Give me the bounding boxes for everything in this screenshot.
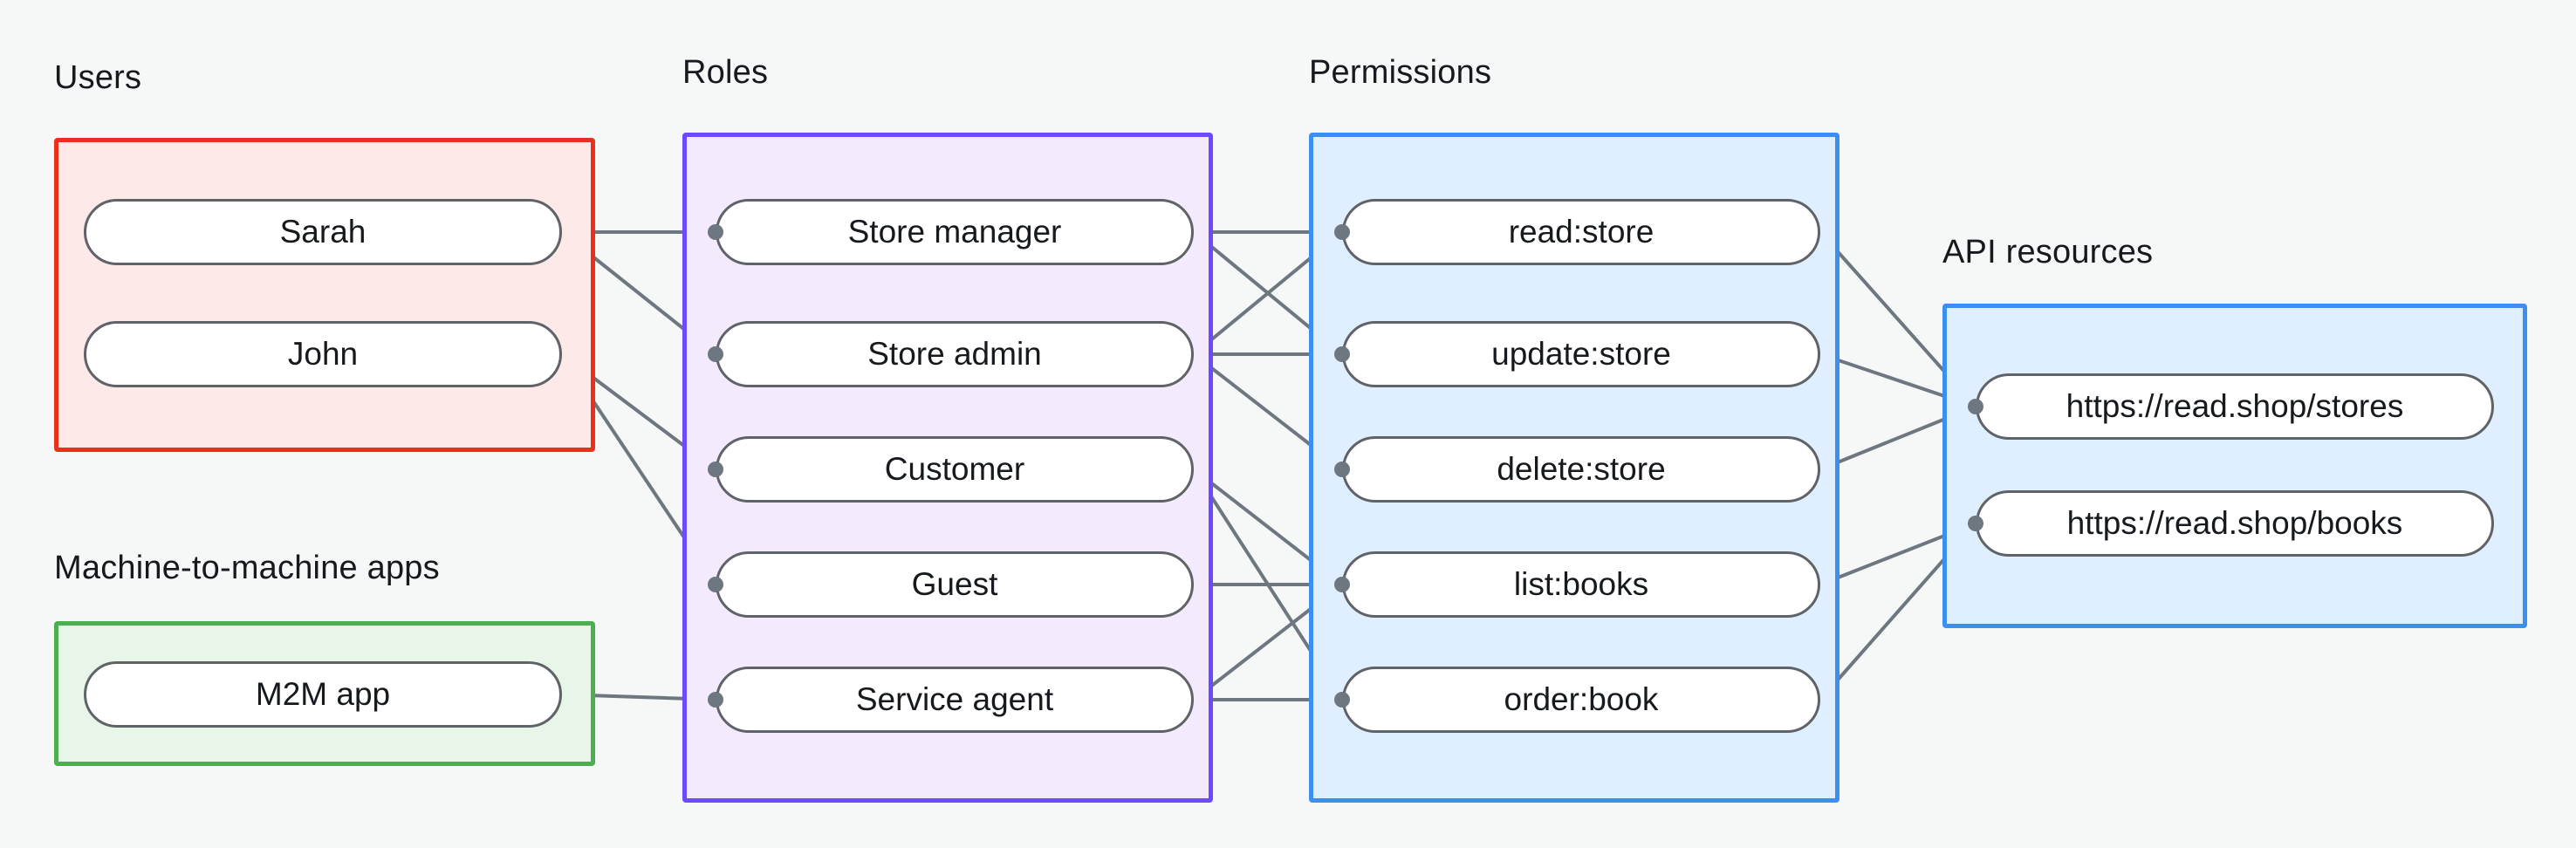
node-service-agent[interactable]: Service agent [716, 667, 1194, 733]
connector-dot-order-book [1334, 692, 1350, 708]
node-label-list-books: list:books [1513, 566, 1649, 602]
node-m2mapp[interactable]: M2M app [84, 661, 562, 728]
group-box-users [54, 138, 595, 452]
group-title-api: API resources [1942, 234, 2154, 270]
connector-dot-list-books [1334, 577, 1350, 592]
connector-dot-store-admin [708, 346, 723, 362]
connector-dot-customer [708, 462, 723, 477]
connector-dot-guest [708, 577, 723, 592]
node-label-guest: Guest [911, 566, 998, 602]
connector-dot-read-store [1334, 224, 1350, 240]
connector-dot-delete-store [1334, 462, 1350, 477]
node-label-customer: Customer [884, 451, 1025, 487]
node-label-sarah: Sarah [279, 214, 367, 250]
node-label-delete-store: delete:store [1497, 451, 1666, 487]
group-title-users: Users [54, 59, 142, 96]
node-guest[interactable]: Guest [716, 551, 1194, 618]
node-delete-store[interactable]: delete:store [1342, 436, 1820, 503]
node-res-books[interactable]: https://read.shop/books [1976, 490, 2494, 557]
node-update-store[interactable]: update:store [1342, 321, 1820, 387]
connector-dot-store-manager [708, 224, 723, 240]
group-title-permissions: Permissions [1309, 54, 1492, 91]
node-order-book[interactable]: order:book [1342, 667, 1820, 733]
node-label-m2mapp: M2M app [255, 676, 391, 712]
node-john[interactable]: John [84, 321, 562, 387]
node-res-stores[interactable]: https://read.shop/stores [1976, 373, 2494, 440]
node-label-order-book: order:book [1504, 681, 1659, 717]
group-title-m2m: Machine-to-machine apps [54, 550, 440, 586]
node-list-books[interactable]: list:books [1342, 551, 1820, 618]
node-label-john: John [287, 336, 359, 372]
node-label-store-manager: Store manager [847, 214, 1062, 250]
connector-dot-service-agent [708, 692, 723, 708]
node-label-update-store: update:store [1491, 336, 1671, 372]
node-read-store[interactable]: read:store [1342, 199, 1820, 265]
node-store-admin[interactable]: Store admin [716, 321, 1194, 387]
node-customer[interactable]: Customer [716, 436, 1194, 503]
node-label-read-store: read:store [1508, 214, 1655, 250]
node-label-res-books: https://read.shop/books [2066, 505, 2403, 541]
connector-dot-update-store [1334, 346, 1350, 362]
group-box-api [1942, 304, 2527, 628]
node-label-service-agent: Service agent [855, 681, 1054, 717]
node-store-manager[interactable]: Store manager [716, 199, 1194, 265]
node-label-store-admin: Store admin [867, 336, 1042, 372]
group-title-roles: Roles [682, 54, 769, 91]
node-label-res-stores: https://read.shop/stores [2066, 388, 2404, 424]
connector-dot-res-stores [1968, 399, 1983, 414]
connector-dot-res-books [1968, 516, 1983, 531]
node-sarah[interactable]: Sarah [84, 199, 562, 265]
